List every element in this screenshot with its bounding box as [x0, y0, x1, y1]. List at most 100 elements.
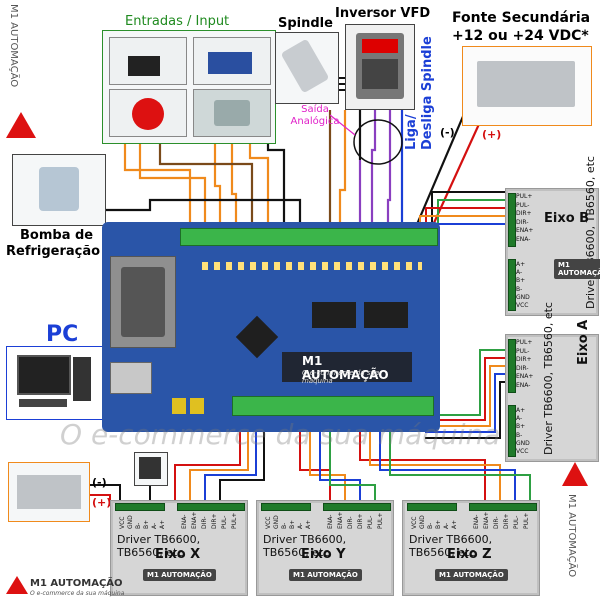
capacitor-1 — [172, 398, 186, 414]
pin-label: B+ — [289, 519, 296, 529]
driver-a: Eixo A Driver TB6600, TB6560, etc PUL+PU… — [505, 302, 599, 462]
pin-label: A+ — [516, 407, 526, 414]
secondary-psu-image — [462, 46, 592, 126]
pin-label: DIR- — [347, 516, 354, 529]
board-logo-name: M1 AUTOMAÇÃO — [302, 354, 389, 382]
coolant-pump-label-line2: Refrigeração — [6, 244, 101, 259]
spindle-image — [275, 32, 339, 104]
pin-label: ENA+ — [191, 511, 198, 529]
pin-label: A- — [443, 522, 450, 529]
pin-label: DIR- — [516, 364, 529, 372]
spindle-onoff-label: Liga/ Desliga Spindle — [404, 36, 444, 150]
board-bottom-terminal — [232, 396, 434, 416]
vfd-image — [345, 24, 415, 110]
pin-label: B- — [516, 285, 523, 293]
inputs-group — [102, 30, 276, 144]
capacitor-2 — [190, 398, 204, 414]
pin-label: B- — [427, 522, 434, 529]
vfd-label: Inversor VFD — [335, 6, 431, 21]
control-board — [102, 222, 440, 432]
pin-label: A+ — [305, 519, 312, 529]
driver-y-model: Driver TB6600, TB6560, etc — [263, 533, 347, 559]
driver-y-axis: Eixo Y — [301, 547, 346, 562]
pin-label: B- — [135, 522, 142, 529]
driver-b-axis: Eixo B — [544, 211, 590, 226]
driver-x-model: Driver TB6600, TB6560, etc — [117, 533, 201, 559]
probe-image — [193, 89, 271, 137]
pin-label: B+ — [143, 519, 150, 529]
pin-label: PUL- — [367, 515, 374, 529]
analog-output-marker — [353, 119, 403, 165]
board-mcu — [235, 315, 279, 359]
pin-label: A+ — [451, 519, 458, 529]
pin-label: GND — [127, 515, 134, 529]
driver-a-model: Driver TB6600, TB6560, etc — [542, 302, 555, 455]
analog-output-label-line2: Analógica — [290, 116, 340, 127]
pin-label: ENA+ — [337, 511, 344, 529]
input-wires — [100, 142, 302, 236]
coolant-pump-label-line1: Bomba de — [20, 228, 94, 243]
pin-label: GND — [516, 293, 530, 301]
board-chip-2 — [364, 302, 408, 328]
psu-negative-label: (-) — [440, 126, 455, 139]
pin-label: DIR- — [493, 516, 500, 529]
pin-label: VCC — [411, 516, 418, 529]
pin-label: GND — [273, 515, 280, 529]
spindle-onoff-line2: Desliga Spindle — [420, 36, 435, 150]
left-psu-positive-label: (+) — [92, 496, 112, 509]
driver-x-axis: Eixo X — [155, 547, 201, 562]
pc-image — [6, 346, 104, 420]
pin-label: A+ — [159, 519, 166, 529]
board-logo: M1 AUTOMAÇÃO O e-commerce da sua máquina — [282, 352, 412, 385]
watermark-tagline: O e-commerce da sua máquina — [60, 418, 501, 451]
pin-label: A- — [516, 415, 523, 423]
pin-label: ENA- — [473, 514, 480, 529]
pin-label: DIR+ — [516, 356, 532, 363]
driver-z: Driver TB6600, TB6560, etc Eixo Z M1 AUT… — [402, 500, 540, 596]
pin-label: ENA- — [516, 381, 531, 389]
usb-connector — [110, 362, 152, 394]
analog-output-label-line1: Saída — [301, 104, 329, 115]
pin-label: ENA- — [516, 235, 531, 243]
pin-label: B+ — [435, 519, 442, 529]
side-brand-left: M1 AUTOMAÇÃO — [8, 4, 19, 88]
stepper-motor-image — [134, 452, 168, 486]
driver-b: Eixo B Driver TB6600, TB6560, etc M1 AUT… — [505, 156, 600, 316]
pin-label: PUL- — [221, 515, 228, 529]
emergency-button-image — [109, 89, 187, 137]
psu-label-line2: +12 ou +24 VDC* — [452, 28, 589, 44]
bottom-driver-wires — [174, 420, 531, 500]
left-psu-negative-label: (-) — [92, 476, 107, 489]
board-top-terminal — [180, 228, 438, 246]
pin-label: GND — [516, 439, 530, 447]
driver-b-model: Driver TB6600, TB6560, etc — [584, 156, 597, 309]
pin-label: PUL+ — [516, 339, 533, 346]
psu-label-line1: Fonte Secundária — [452, 10, 591, 26]
pin-label: PUL+ — [516, 193, 533, 200]
pin-label: ENA+ — [483, 511, 490, 529]
left-psu-image — [8, 462, 90, 522]
pin-label: DIR- — [516, 218, 529, 226]
pin-label: GND — [419, 515, 426, 529]
board-chip-1 — [312, 302, 356, 328]
side-brand-right: M1 AUTOMAÇÃO — [566, 494, 577, 578]
pin-label: PUL- — [516, 347, 530, 355]
driver-a-axis: Eixo A — [576, 319, 591, 365]
pin-label: VCC — [516, 448, 529, 455]
driver-z-model: Driver TB6600, TB6560, etc — [409, 533, 493, 559]
pin-label: A- — [151, 522, 158, 529]
bottom-brand-name: M1 AUTOMAÇÃO — [30, 578, 123, 589]
analog-output-label: Saída Analógica — [285, 104, 345, 128]
pin-label: PUL+ — [377, 512, 384, 529]
pin-label: ENA- — [181, 514, 188, 529]
pin-label: PUL+ — [231, 512, 238, 529]
board-led-row — [202, 262, 422, 270]
pin-label: PUL+ — [523, 512, 530, 529]
pin-label: B- — [281, 522, 288, 529]
vfd-wires — [328, 108, 404, 236]
pin-label: VCC — [516, 302, 529, 309]
pin-label: VCC — [119, 516, 126, 529]
pin-label: ENA+ — [516, 373, 534, 380]
pin-label: B- — [516, 431, 523, 439]
